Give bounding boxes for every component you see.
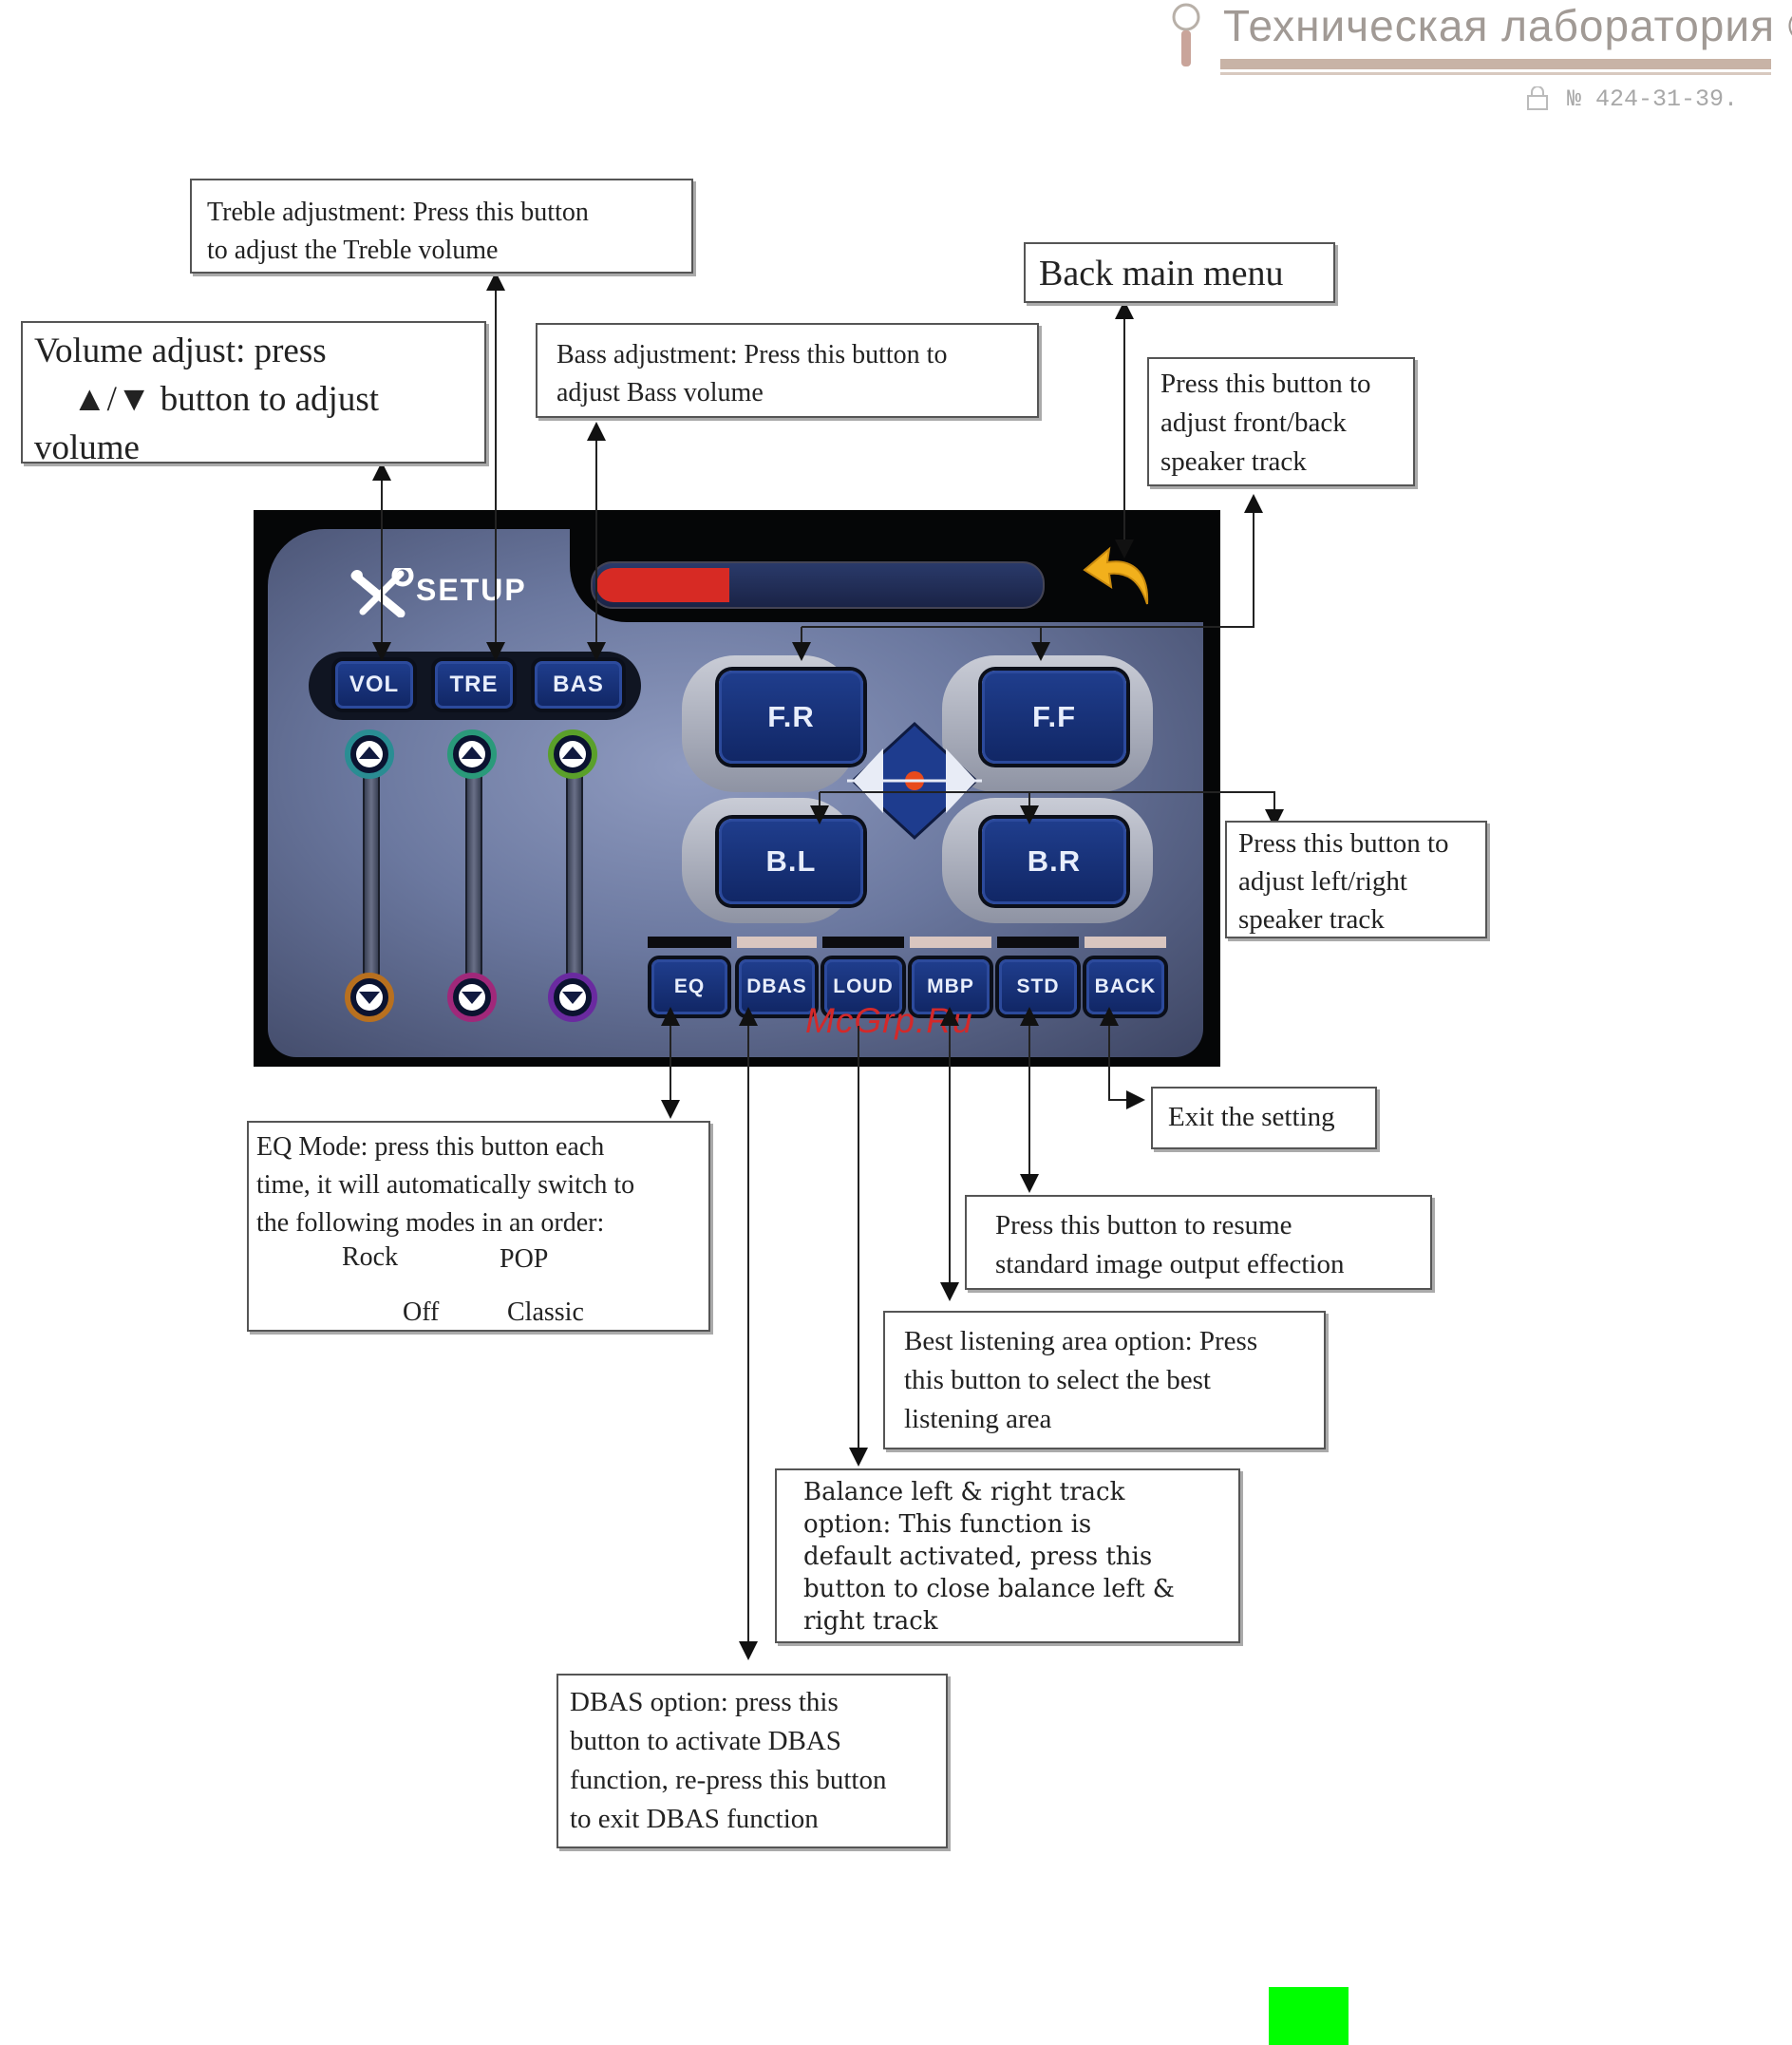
bl-button[interactable]: B.L [719, 819, 863, 904]
dbas-button[interactable]: DBAS [739, 959, 815, 1014]
eq-button[interactable]: EQ [651, 959, 727, 1014]
loud-indicator [822, 937, 904, 948]
bas-down-button[interactable] [548, 973, 597, 1022]
back-arrow-icon[interactable] [1081, 541, 1160, 608]
vol-up-button[interactable] [345, 729, 394, 779]
tre-slider-track[interactable] [465, 760, 482, 978]
eq-indicator [648, 937, 731, 948]
loud-button[interactable]: LOUD [824, 959, 902, 1014]
tre-down-button[interactable] [447, 973, 497, 1022]
bas-button[interactable]: BAS [535, 661, 622, 709]
header-title: Техническая лаборатория © [1223, 1, 1792, 50]
bass-callout: Bass adjustment: Press this button to ad… [536, 323, 1039, 418]
std-callout: Press this button to resume standard ima… [965, 1195, 1432, 1290]
volume-callout: Volume adjust: press ▲/▼ button to adjus… [21, 321, 486, 467]
back-indicator [1085, 937, 1166, 948]
fr-button[interactable]: F.R [719, 671, 863, 764]
watermark-text: McGrp.Ru [805, 1001, 973, 1040]
dbas-callout: DBAS option: press this button to activa… [556, 1674, 948, 1848]
back-main-callout: Back main menu [1024, 242, 1335, 303]
setup-title: SETUP [416, 573, 527, 607]
vol-button[interactable]: VOL [335, 661, 413, 709]
tre-up-button[interactable] [447, 729, 497, 779]
mbp-callout: Best listening area option: Press this b… [883, 1311, 1326, 1449]
bas-slider-track[interactable] [566, 760, 583, 978]
dbas-indicator [737, 937, 817, 948]
loud-callout: Balance left & right track option: This … [775, 1468, 1240, 1643]
bas-up-button[interactable] [548, 729, 597, 779]
eq-mode-rock: Rock [342, 1242, 399, 1272]
eq-mode-pop: POP [500, 1244, 549, 1274]
std-indicator [997, 937, 1079, 948]
balance-center-icon[interactable] [843, 720, 986, 842]
br-button[interactable]: B.R [982, 819, 1126, 904]
green-marker [1269, 1987, 1349, 2045]
front-back-callout: Press this button to adjust front/back s… [1147, 357, 1415, 486]
volume-progress-bar[interactable] [591, 561, 1045, 609]
pin-icon [1172, 3, 1200, 66]
exit-callout: Exit the setting [1151, 1087, 1377, 1149]
header-divider [1220, 59, 1771, 69]
tools-icon [350, 568, 414, 617]
left-right-callout: Press this button to adjust left/right s… [1225, 821, 1487, 938]
eq-callout: EQ Mode: press this button each time, it… [247, 1121, 710, 1332]
lock-icon [1527, 86, 1548, 110]
back-button[interactable]: BACK [1086, 959, 1164, 1014]
header-divider-thin [1220, 72, 1771, 75]
eq-mode-off: Off [403, 1297, 440, 1327]
ff-button[interactable]: F.F [982, 671, 1126, 764]
eq-mode-classic: Classic [507, 1297, 584, 1327]
header-code: № 424-31-39. [1567, 85, 1739, 113]
std-button[interactable]: STD [999, 959, 1077, 1014]
volume-progress-fill [596, 568, 729, 602]
treble-callout: Treble adjustment: Press this button to … [190, 179, 693, 274]
mbp-indicator [910, 937, 991, 948]
tre-button[interactable]: TRE [435, 661, 513, 709]
vol-slider-track[interactable] [363, 760, 380, 978]
vol-down-button[interactable] [345, 973, 394, 1022]
